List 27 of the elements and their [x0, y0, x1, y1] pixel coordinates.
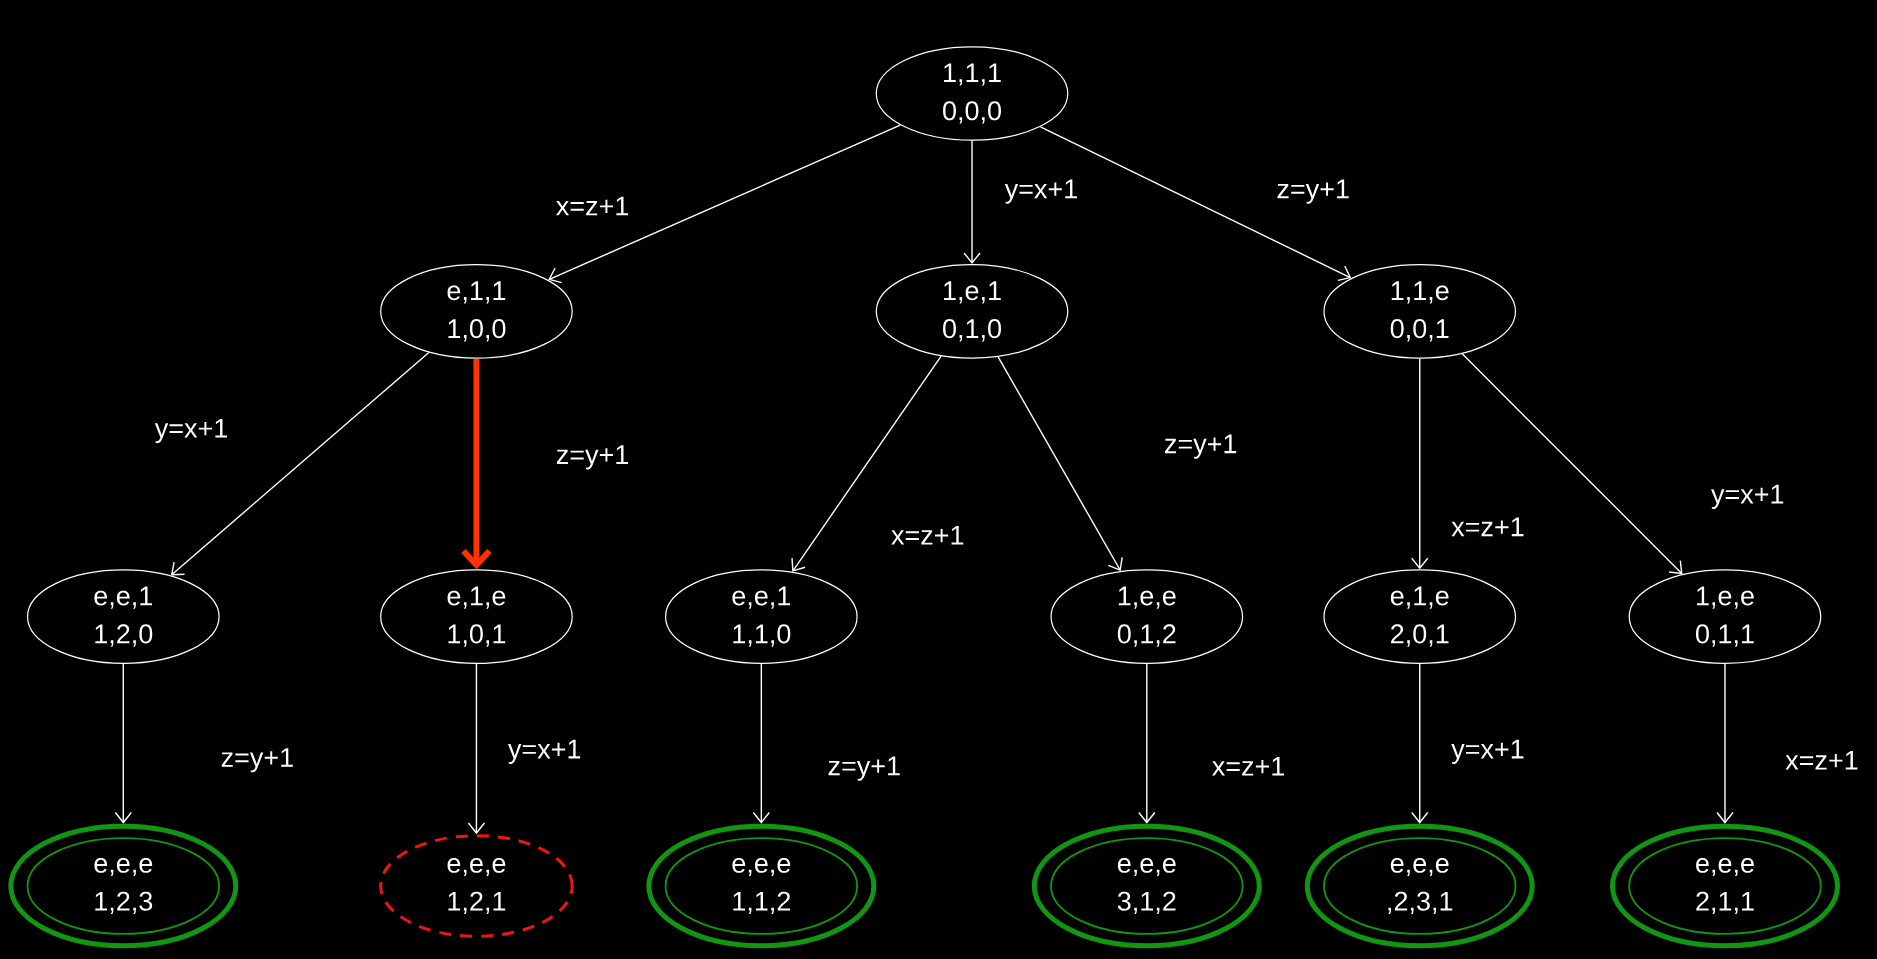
arrow	[1461, 353, 1683, 575]
edge-label: z=y+1	[825, 754, 904, 783]
arrow	[997, 356, 1123, 572]
edge-label: y=x+1	[1449, 737, 1527, 766]
edge-label: x=z+1	[1449, 515, 1527, 539]
edge-label: y=x+1	[505, 737, 584, 766]
arrow	[1138, 663, 1156, 824]
arrow	[963, 140, 981, 265]
arrow	[1716, 663, 1734, 824]
arrow	[1411, 358, 1429, 570]
arrow	[170, 351, 430, 576]
edge-label: x=z+1	[1783, 749, 1861, 772]
edge-label: z=y+1	[218, 746, 297, 775]
edge-label: y=x+1	[152, 417, 231, 446]
arrow	[461, 358, 492, 570]
arrow	[752, 663, 771, 824]
edge-label: y=x+1	[1708, 482, 1787, 511]
arrow	[548, 124, 901, 284]
edge-label: z=y+1	[1161, 432, 1240, 461]
arrow	[114, 663, 132, 824]
edge-label: z=y+1	[553, 443, 632, 472]
arrow	[1039, 126, 1352, 282]
arrow	[1411, 663, 1429, 824]
edge-label: y=x+1	[1002, 177, 1081, 206]
arrow	[467, 663, 486, 835]
edge-label: z=y+1	[1274, 177, 1352, 206]
arrow	[791, 355, 942, 572]
